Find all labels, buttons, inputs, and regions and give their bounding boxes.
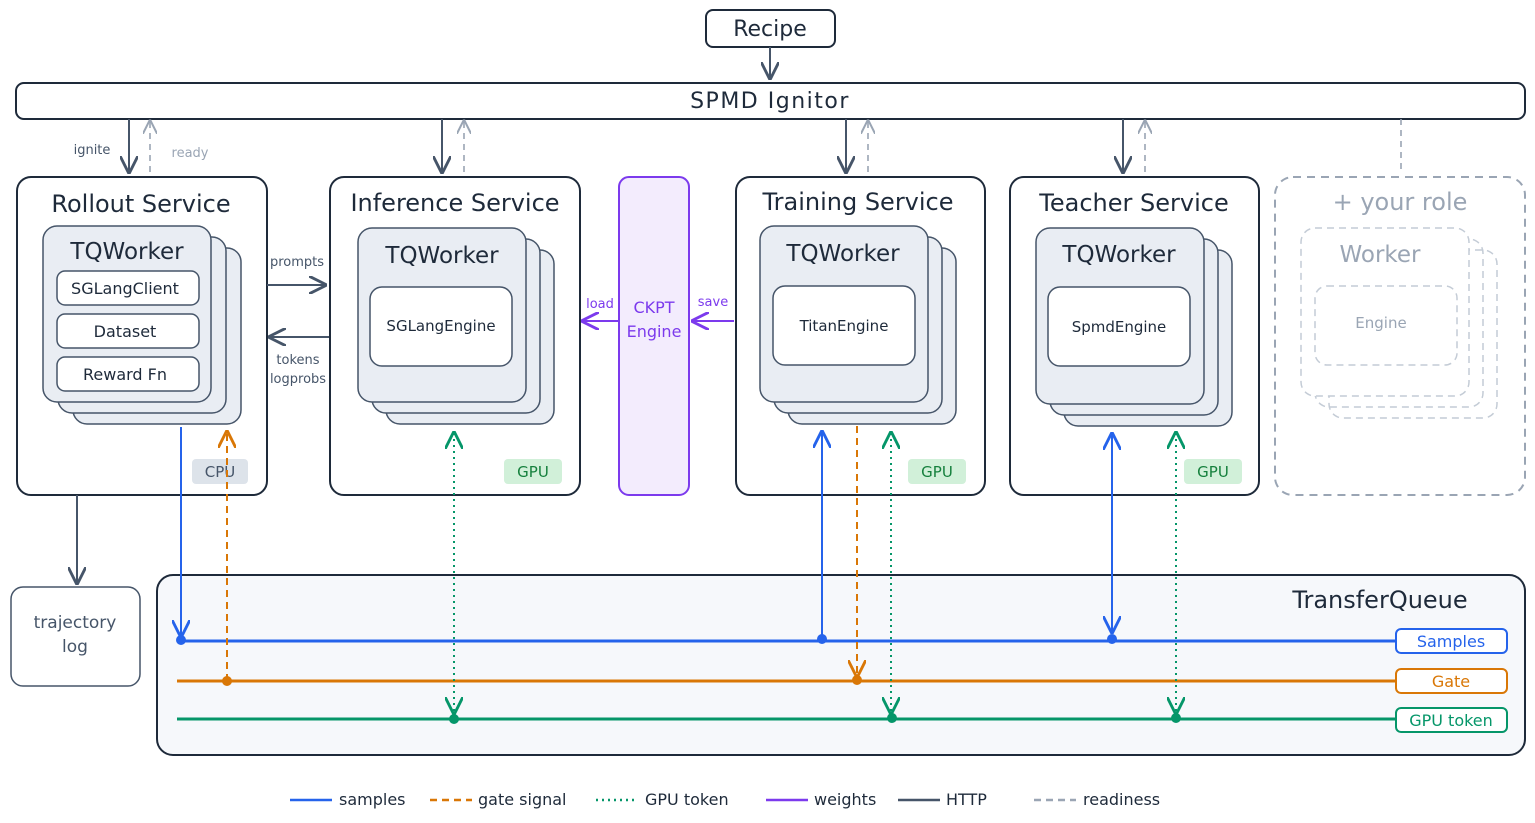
inference-service: Inference Service TQWorker SGLangEngine … xyxy=(329,176,581,496)
logprobs-label: logprobs xyxy=(270,372,326,387)
load-label: load xyxy=(586,297,614,312)
ckpt-line1: CKPT xyxy=(633,298,674,317)
gpu-token-lane-label: GPU token xyxy=(1409,711,1493,730)
recipe-node: Recipe xyxy=(705,9,836,48)
inference-tqworker-label: TQWorker xyxy=(384,243,499,269)
sglangengine-box xyxy=(369,286,513,367)
training-gpu-label: GPU xyxy=(921,463,953,481)
legend-http-label: HTTP xyxy=(946,790,987,809)
cpu-badge-label: CPU xyxy=(205,463,236,481)
gate-lane-label: Gate xyxy=(1432,672,1470,691)
dataset-box xyxy=(56,313,200,349)
cpu-badge xyxy=(192,459,248,484)
trajectory-log: trajectory log xyxy=(10,586,141,687)
titanengine-box xyxy=(772,285,916,366)
samples-lane-label: Samples xyxy=(1417,632,1485,651)
sglangclient-label: SGLangClient xyxy=(71,279,179,298)
gate-lane-tag xyxy=(1395,668,1508,694)
transfer-queue: TransferQueue Samples Gate GPU token xyxy=(156,574,1526,756)
reward-fn-label: Reward Fn xyxy=(83,365,167,384)
teacher-title: Teacher Service xyxy=(1038,189,1228,217)
reward-fn-box xyxy=(56,356,200,392)
ready-label: ready xyxy=(172,146,209,161)
sglangclient-box xyxy=(56,270,200,306)
your-role-placeholder: + your role Worker Engine xyxy=(1274,176,1526,496)
teacher-tqworker-label: TQWorker xyxy=(1061,242,1176,268)
legend-weights-label: weights xyxy=(814,790,876,809)
inference-gpu-label: GPU xyxy=(517,463,549,481)
ckpt-line2: Engine xyxy=(627,322,682,341)
save-label: save xyxy=(698,295,728,310)
samples-lane-tag xyxy=(1395,628,1508,654)
training-service: Training Service TQWorker TitanEngine GP… xyxy=(735,176,986,496)
http-arrows: prompts tokens logprobs xyxy=(267,255,329,387)
legend-gpu-label: GPU token xyxy=(645,790,729,809)
spmd-ignitor-bar: SPMD Ignitor xyxy=(15,82,1526,120)
transfer-queue-title: TransferQueue xyxy=(1291,586,1467,614)
trajectory-line2: log xyxy=(62,637,88,657)
gpu-token-lane-tag xyxy=(1395,707,1508,733)
your-role-engine-label: Engine xyxy=(1355,314,1406,332)
training-gpu-badge xyxy=(908,459,966,484)
ignitor-label: SPMD Ignitor xyxy=(690,89,850,114)
rollout-title: Rollout Service xyxy=(51,190,230,218)
ckpt-engine: CKPT Engine load save xyxy=(583,176,734,496)
ignite-label: ignite xyxy=(74,143,111,158)
rollout-service: Rollout Service TQWorker SGLangClient Da… xyxy=(16,176,268,496)
dataset-label: Dataset xyxy=(94,322,157,341)
inference-title: Inference Service xyxy=(350,189,559,217)
training-tqworker-label: TQWorker xyxy=(785,241,900,267)
legend-gate-label: gate signal xyxy=(478,790,567,809)
legend-samples-label: samples xyxy=(339,790,406,809)
your-role-engine-box xyxy=(1314,285,1458,366)
your-role-worker-label: Worker xyxy=(1339,242,1421,268)
inference-gpu-badge xyxy=(504,459,562,484)
sglangengine-label: SGLangEngine xyxy=(386,317,495,335)
rollout-tqworker-label: TQWorker xyxy=(69,239,184,265)
legend: samples gate signal GPU token weights HT… xyxy=(290,790,1160,809)
legend-readiness-label: readiness xyxy=(1083,790,1160,809)
flow-connectors xyxy=(176,426,1181,724)
teacher-gpu-badge xyxy=(1184,459,1242,484)
recipe-label: Recipe xyxy=(733,17,807,42)
spmdengine-label: SpmdEngine xyxy=(1072,318,1167,336)
tokens-label: tokens xyxy=(276,353,319,368)
ignite-ready-arrows: ignite ready xyxy=(74,119,1402,172)
training-title: Training Service xyxy=(761,188,953,216)
teacher-gpu-label: GPU xyxy=(1197,463,1229,481)
teacher-service: Teacher Service TQWorker SpmdEngine GPU xyxy=(1009,176,1260,496)
spmdengine-box xyxy=(1047,286,1191,367)
your-role-title: + your role xyxy=(1333,188,1468,216)
prompts-label: prompts xyxy=(270,255,324,270)
trajectory-line1: trajectory xyxy=(34,613,117,633)
titanengine-label: TitanEngine xyxy=(799,317,889,335)
